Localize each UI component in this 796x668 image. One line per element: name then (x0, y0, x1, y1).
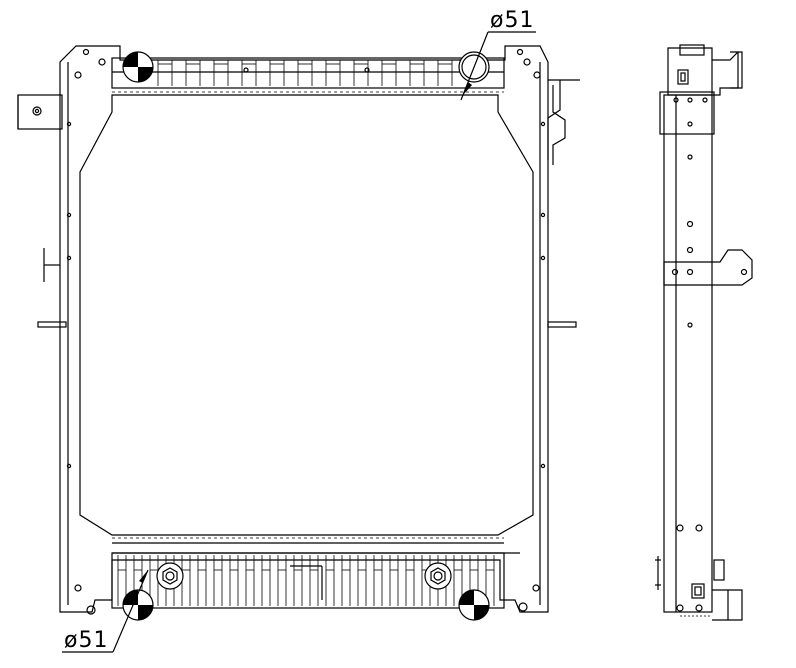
outer-frame (59, 45, 549, 613)
bottom-tank (111, 537, 520, 609)
bottom-right-port (458, 589, 490, 621)
frame-holes (66, 48, 546, 615)
drain-plug-left (156, 562, 184, 590)
dimension-leaders (62, 31, 536, 653)
top-port-diameter-label: ø51 (490, 8, 535, 33)
radiator-core (79, 94, 534, 536)
right-mount-bracket (547, 79, 580, 328)
side-view (655, 44, 753, 621)
drain-plug-right (424, 562, 452, 590)
top-left-port (122, 51, 154, 83)
top-tank (111, 57, 505, 93)
front-view (17, 31, 580, 653)
bottom-port-diameter-label: ø51 (64, 628, 109, 653)
left-mount-bracket (17, 94, 67, 328)
